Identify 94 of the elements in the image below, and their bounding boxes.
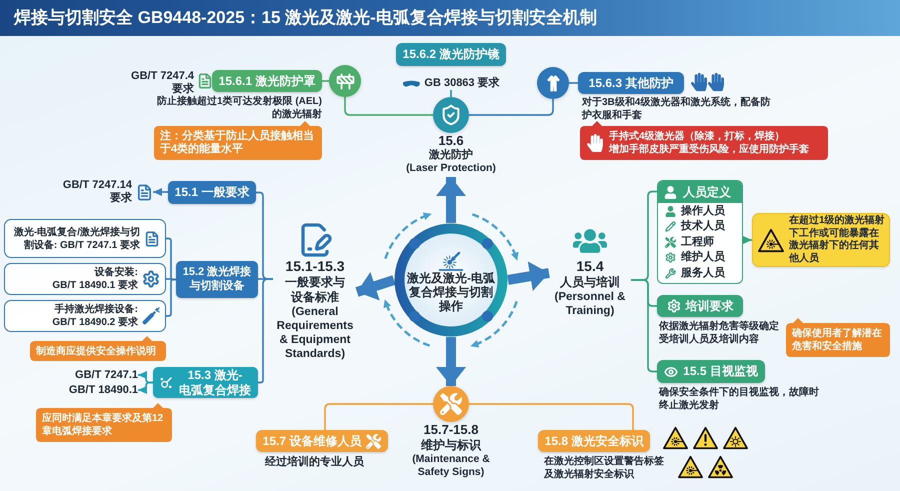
description-text: 依据激光辐射危害等级确定受培训人员及培训内容	[659, 320, 780, 346]
section-pill	[176, 261, 258, 298]
note-text: 注：分类基于防止人员接触相当于4类的能量水平	[160, 130, 315, 156]
standard-reference: GB 30863 要求	[424, 76, 500, 90]
connector-line	[344, 97, 433, 116]
thick-arrow	[436, 177, 466, 223]
section-number: 15.1-15.3	[285, 258, 345, 275]
section-subtitle: (General Requirements & Equipment Standards)	[276, 305, 354, 361]
warning-text: 手持式4级激光器（除漆，打标，焊接）	[609, 130, 786, 143]
list-item-text: 维护人员	[681, 251, 725, 264]
section-number: 15.7-15.8	[424, 422, 478, 438]
section-pill	[256, 430, 388, 452]
connector-line	[166, 278, 176, 317]
requirement-text: 设备安装:	[94, 266, 138, 279]
section-pill	[153, 367, 258, 398]
section-title: 一般要求与设备标准	[284, 275, 346, 305]
section-number: 15.4	[576, 258, 604, 275]
section-title: 15.1 一般要求	[174, 185, 250, 200]
description-text: 防止接触超过1类可达发射极限 (AEL) 的激光辐射	[156, 95, 322, 121]
note-callout	[30, 336, 166, 361]
thick-arrow	[507, 261, 550, 291]
note-text: 确保使用者了解潜在危害和安全措施	[792, 327, 883, 353]
personnel-card	[657, 180, 743, 284]
arrow	[153, 188, 168, 196]
description-text: 确保安全条件下的目视监视，故障时终止激光发射	[659, 386, 820, 412]
list-item-text: 操作人员	[681, 204, 725, 218]
title: 焊接与切割安全 GB9448-2025：15 激光及激光-电弧复合焊接与切割安全机制	[14, 7, 597, 29]
requirement-text: GB/T 18490.2 要求	[52, 316, 138, 329]
standard-reference: GB/T 7247.4 要求	[130, 70, 194, 96]
list-item-text: 工程师	[681, 236, 714, 248]
section-title: 15.6.3 其他防护	[588, 76, 674, 90]
description-text: 经过培训的专业人员	[265, 456, 365, 469]
thick-arrow	[436, 337, 466, 386]
hub-circle	[394, 223, 508, 337]
standard-reference: GB/T 18490.1	[68, 383, 138, 397]
definition-callout	[752, 213, 890, 267]
standard-reference: GB/T 7247.1	[75, 368, 138, 382]
thick-arrow	[355, 272, 396, 300]
section-pill	[168, 181, 256, 204]
requirement-box	[4, 219, 166, 258]
section-pill	[578, 72, 684, 94]
note-callout	[786, 318, 890, 357]
connector-line	[469, 403, 634, 430]
requirement-box	[4, 263, 166, 295]
description-text: 在激光控制区设置警告标签及激光辐射安全标识	[544, 455, 665, 481]
requirement-box	[4, 300, 166, 332]
connector-line	[631, 279, 657, 372]
section-title: 15.8 激光安全标识	[544, 434, 644, 448]
requirement-text: 激光-电弧复合/激光焊接与切割设备: GB/T 7247.1 要求	[12, 226, 140, 252]
section-title: 培训要求	[686, 298, 734, 314]
requirement-text: 手持激光焊接设备:	[54, 303, 138, 316]
section-pill	[657, 295, 743, 317]
section-title: 15.3 激光-电弧复合焊接	[178, 368, 252, 397]
description-text: 对于3B级和4级激光器和激光系统，配备防护衣服和手套	[582, 96, 772, 122]
requirement-text: GB/T 18490.1 要求	[52, 279, 138, 292]
list-item-text: 技术人员	[681, 220, 725, 233]
warning-text: 增加手部皮肤严重受伤风险，应使用防护手套	[609, 143, 809, 156]
section-subtitle: (Laser Protection)	[406, 162, 496, 175]
definition-text: 在超过1级的激光辐射下工作或可能暴露在激光辐射下的任何其他人员	[789, 215, 885, 265]
connector-line	[258, 278, 273, 384]
section-title: 15.6.1 激光防护罩	[218, 74, 316, 88]
section-subtitle: (Personnel & Training)	[554, 290, 626, 318]
list-item-text: 服务人员	[681, 266, 725, 280]
section-title: 15.5 目视监视	[683, 364, 758, 379]
section-title: 人员与培训	[560, 275, 620, 290]
note-callout	[36, 403, 172, 442]
center-title: 激光及激光-电弧复合焊接与切割操作	[406, 271, 496, 313]
section-pill	[212, 70, 322, 92]
section-subtitle: (Maintenance & Safety Signs)	[411, 453, 491, 479]
connector-line	[324, 403, 433, 430]
warning-callout	[580, 121, 828, 160]
barrier-icon	[329, 65, 361, 97]
connector-line	[450, 90, 452, 97]
connector-line	[469, 99, 554, 116]
note-text: 制造商应提供安全操作说明	[36, 344, 156, 358]
connector-line	[569, 82, 578, 84]
section-number: 15.6	[438, 133, 464, 148]
section-title: 维护与标识	[421, 438, 481, 453]
section-pill	[657, 360, 765, 383]
section-pill	[396, 43, 506, 66]
section-title: 15.6.2 激光防护镜	[402, 47, 500, 62]
section-pill	[538, 430, 650, 452]
section-title: 15.2 激光焊接与切割设备	[182, 266, 252, 293]
section-title: 激光防护	[429, 149, 473, 162]
arrow	[743, 236, 752, 244]
coverall-icon	[537, 67, 569, 99]
connector-line	[166, 278, 176, 280]
note-callout	[154, 121, 322, 160]
section-title: 15.7 设备维修人员	[262, 434, 362, 448]
connector-line	[322, 80, 329, 82]
note-text: 应同时满足本章要求及第12章电弧焊接要求	[42, 412, 164, 438]
standard-reference: GB/T 7247.14 要求	[62, 179, 132, 205]
card-title: 人员定义	[683, 185, 731, 199]
arrow	[138, 382, 153, 394]
